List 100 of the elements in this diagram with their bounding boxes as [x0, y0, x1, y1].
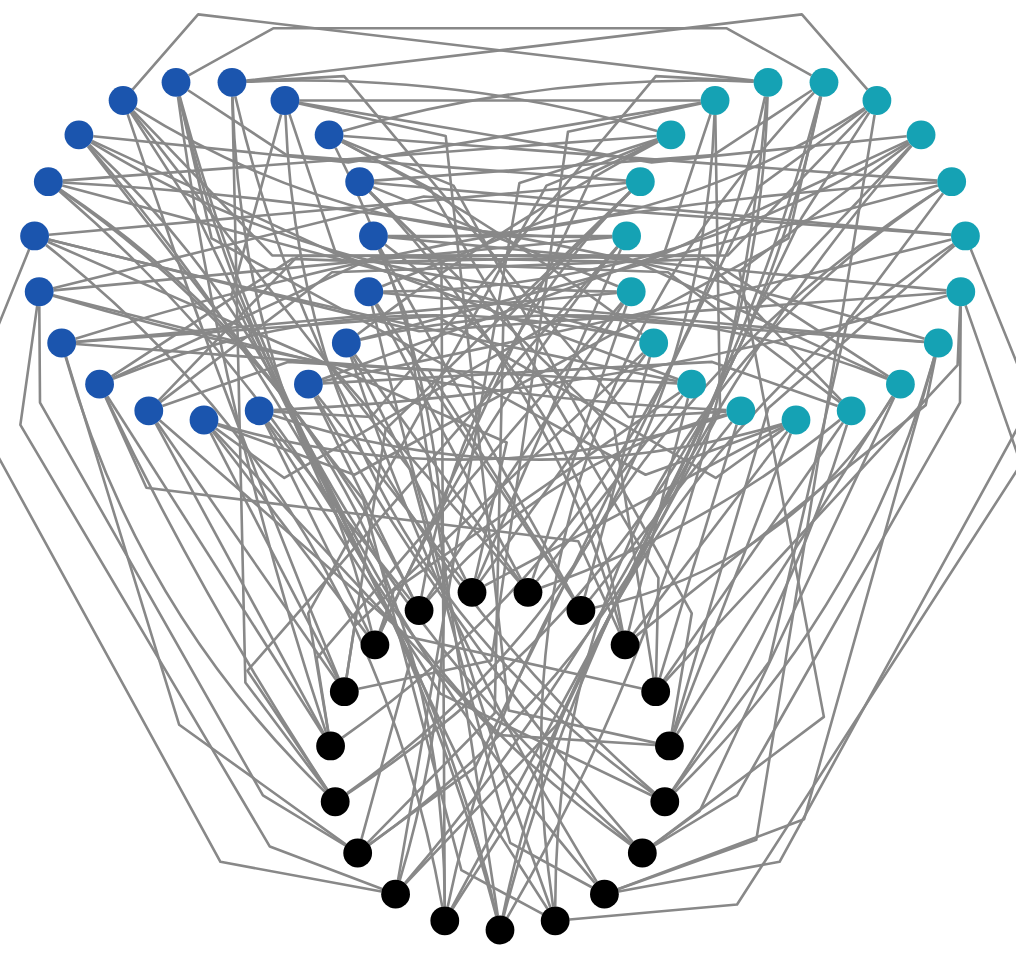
edge-line	[594, 395, 894, 609]
edge-line	[345, 190, 631, 678]
edge-line	[632, 430, 789, 635]
vertex-dot	[937, 167, 967, 197]
edge-line	[265, 422, 653, 797]
edge-line	[288, 113, 679, 381]
edge-line	[379, 139, 659, 633]
vertex-dot	[540, 906, 570, 936]
edge-line	[273, 294, 948, 412]
vertex-dot	[906, 120, 936, 150]
edge-line	[341, 96, 767, 739]
vertex-dot	[360, 630, 390, 660]
edge-line	[62, 134, 657, 182]
edge-line	[38, 306, 347, 847]
edge-line	[379, 247, 576, 599]
edge-line	[61, 184, 641, 341]
edge-line	[370, 305, 552, 908]
edge-line	[404, 144, 913, 885]
vertex-dot	[656, 120, 686, 150]
vertex-dot	[677, 369, 706, 399]
edge-line	[617, 114, 876, 891]
edge-line	[501, 242, 955, 917]
edge-line	[346, 114, 716, 795]
vertex-dot	[457, 577, 487, 607]
edge-line	[450, 114, 722, 909]
vertex-dot	[726, 396, 756, 426]
edge-line	[345, 351, 645, 678]
edge-line	[322, 238, 952, 383]
vertex-dot	[320, 787, 350, 817]
edge-line	[672, 192, 945, 791]
edge-line	[75, 314, 786, 480]
edge-line	[176, 96, 328, 733]
edge-line	[315, 301, 623, 732]
vertex-dot	[354, 277, 384, 307]
vertex-dot	[404, 596, 434, 625]
vertex-dot	[923, 328, 953, 358]
edge-line	[298, 101, 907, 164]
edge-line	[664, 306, 962, 683]
edge-line	[231, 96, 328, 792]
edge-line	[341, 139, 694, 732]
edge-line	[158, 419, 642, 690]
edge-line	[299, 99, 701, 102]
edge-line	[359, 184, 939, 341]
edge-line	[484, 425, 784, 587]
edge-line	[446, 188, 941, 907]
vertex-dot	[809, 67, 839, 97]
vertex-dot	[430, 906, 460, 936]
vertex-dot	[345, 167, 375, 197]
edge-line	[346, 96, 823, 795]
edge-line	[583, 356, 652, 597]
edge-line	[506, 96, 769, 919]
edge-line	[373, 181, 952, 236]
edge-line	[131, 13, 754, 91]
edge-line	[383, 141, 910, 293]
edge-line	[672, 244, 956, 733]
vertex-dot	[612, 221, 641, 251]
edge-line	[383, 291, 925, 343]
edge-line	[272, 414, 783, 461]
edge-line	[366, 191, 632, 844]
edge-line	[93, 101, 702, 164]
edge-line	[154, 422, 325, 734]
vertex-dot	[244, 396, 274, 426]
edge-line	[321, 113, 712, 381]
edge-line	[104, 396, 621, 633]
edge-line	[212, 429, 656, 747]
edge-line	[374, 303, 523, 581]
edge-line	[47, 240, 508, 579]
edge-line	[676, 395, 894, 735]
edge-line	[52, 294, 727, 412]
edge-line	[88, 143, 373, 632]
vertex-dot	[329, 677, 359, 707]
edge-line	[351, 355, 467, 581]
vertex-dot	[650, 787, 680, 817]
edge-line	[314, 396, 634, 843]
edge-line	[48, 181, 627, 236]
vertex-dot	[85, 369, 114, 399]
vertex-dot	[33, 167, 63, 197]
vertex-dot	[655, 731, 684, 761]
edge-line	[316, 394, 465, 582]
edge-line	[569, 304, 1016, 921]
edge-line	[674, 356, 936, 793]
vertex-dot	[20, 221, 49, 251]
edge-line	[358, 102, 702, 690]
vertex-dot	[886, 369, 915, 399]
vertex-dot	[381, 879, 410, 909]
edge-line	[217, 414, 728, 461]
edge-line	[343, 134, 938, 182]
edge-line	[360, 314, 888, 380]
edge-line	[653, 306, 962, 847]
edge-line	[658, 424, 738, 679]
edge-line	[246, 79, 658, 133]
edge-line	[540, 91, 815, 907]
edge-line	[387, 236, 947, 292]
edge-line	[161, 360, 678, 408]
edge-line	[425, 303, 625, 600]
vertex-dot	[753, 67, 783, 97]
edge-line	[451, 111, 871, 910]
edge-line	[187, 89, 627, 182]
edge-line	[155, 421, 338, 681]
edge-line	[618, 248, 1016, 893]
